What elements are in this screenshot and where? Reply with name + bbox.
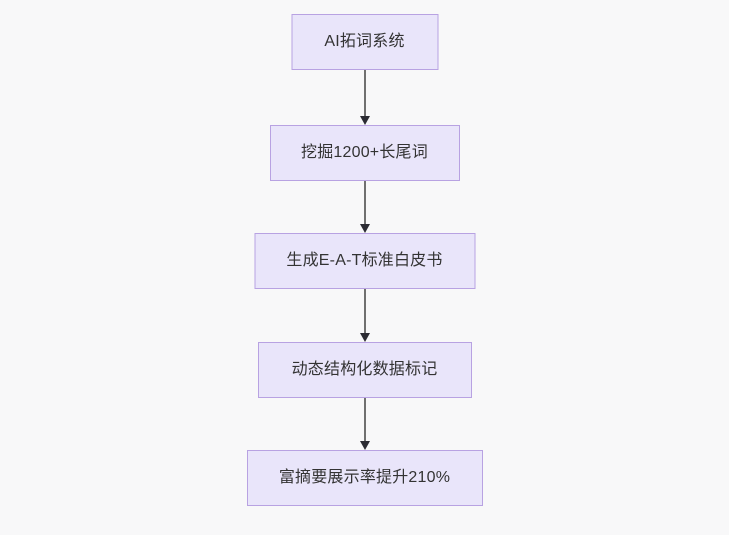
connector-line xyxy=(363,181,366,224)
flow-node-label: 挖掘1200+长尾词 xyxy=(301,144,428,162)
arrowhead-icon xyxy=(359,333,370,342)
connector-line xyxy=(363,70,366,116)
connector-node2-node3 xyxy=(359,181,371,233)
flow-node-label: 生成E-A-T标准白皮书 xyxy=(286,252,443,270)
flow-node-rich-snippet-result[interactable]: 富摘要展示率提升210% xyxy=(246,450,483,506)
flow-node-eat-whitepaper[interactable]: 生成E-A-T标准白皮书 xyxy=(254,233,475,289)
flow-node-longtail-keywords[interactable]: 挖掘1200+长尾词 xyxy=(269,125,460,181)
connector-node1-node2 xyxy=(359,70,371,125)
arrowhead-icon xyxy=(359,224,370,233)
flow-node-label: 动态结构化数据标记 xyxy=(291,361,438,379)
connector-node4-node5 xyxy=(359,398,371,450)
arrowhead-icon xyxy=(359,441,370,450)
connector-line xyxy=(363,398,366,441)
connector-node3-node4 xyxy=(359,289,371,342)
arrowhead-icon xyxy=(359,116,370,125)
connector-line xyxy=(363,289,366,333)
flow-node-ai-keyword-system[interactable]: AI拓词系统 xyxy=(291,14,438,70)
flow-node-label: 富摘要展示率提升210% xyxy=(278,469,451,487)
flow-node-structured-data-markup[interactable]: 动态结构化数据标记 xyxy=(257,342,472,398)
flow-node-label: AI拓词系统 xyxy=(324,33,405,51)
